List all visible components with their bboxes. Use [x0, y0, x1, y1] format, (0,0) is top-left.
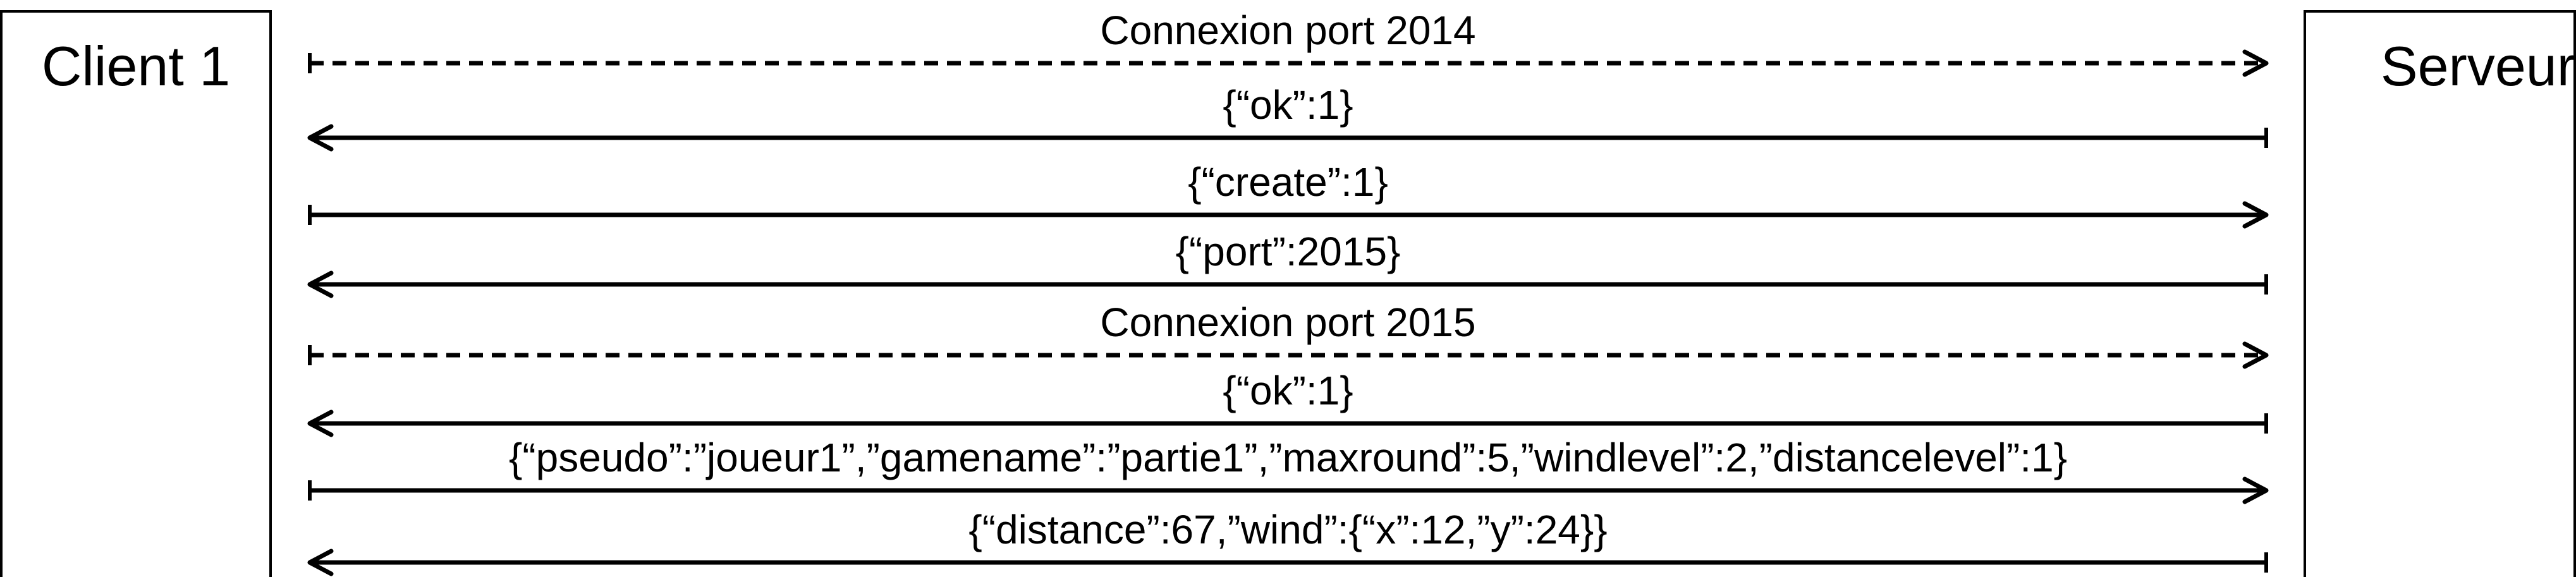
message-7: {“pseudo”:”joueur1”,”gamename”:”partie1”…: [308, 435, 2269, 504]
message-label: {“ok”:1}: [1223, 368, 1353, 413]
server-actor: Serveur: [2304, 10, 2576, 577]
server-actor-label: Serveur: [2381, 35, 2575, 97]
message-arrow-head: [307, 410, 334, 437]
message-label: {“create”:1}: [1188, 159, 1388, 205]
client-actor-box: [0, 10, 272, 577]
message-2: {“ok”:1}: [307, 82, 2268, 152]
message-6: {“ok”:1}: [307, 368, 2268, 437]
message-arrow-head: [307, 549, 334, 576]
message-label: {“distance”:67,”wind”:{“x”:12,”y”:24}}: [968, 507, 1607, 552]
message-list: Connexion port 2014 {“ok”:1} {“create”:1} {…: [307, 8, 2269, 576]
message-arrow-head: [2242, 341, 2269, 369]
message-5: Connexion port 2015: [308, 300, 2269, 369]
message-label: {“ok”:1}: [1223, 82, 1353, 128]
client-actor: Client 1: [0, 10, 272, 577]
message-arrow-head: [307, 124, 334, 152]
message-3: {“create”:1}: [308, 159, 2269, 229]
client-actor-label: Client 1: [42, 35, 230, 97]
server-actor-box: [2304, 10, 2576, 577]
message-arrow-head: [2242, 201, 2269, 229]
message-label: {“pseudo”:”joueur1”,”gamename”:”partie1”…: [509, 435, 2067, 480]
message-label: Connexion port 2014: [1100, 8, 1475, 53]
message-8: {“distance”:67,”wind”:{“x”:12,”y”:24}}: [307, 507, 2268, 576]
message-1: Connexion port 2014: [308, 8, 2269, 77]
message-label: {“port”:2015}: [1176, 229, 1401, 274]
message-4: {“port”:2015}: [307, 229, 2268, 298]
message-label: Connexion port 2015: [1100, 300, 1475, 345]
message-arrow-head: [307, 270, 334, 298]
message-arrow-head: [2242, 49, 2269, 77]
message-arrow-head: [2242, 477, 2269, 504]
